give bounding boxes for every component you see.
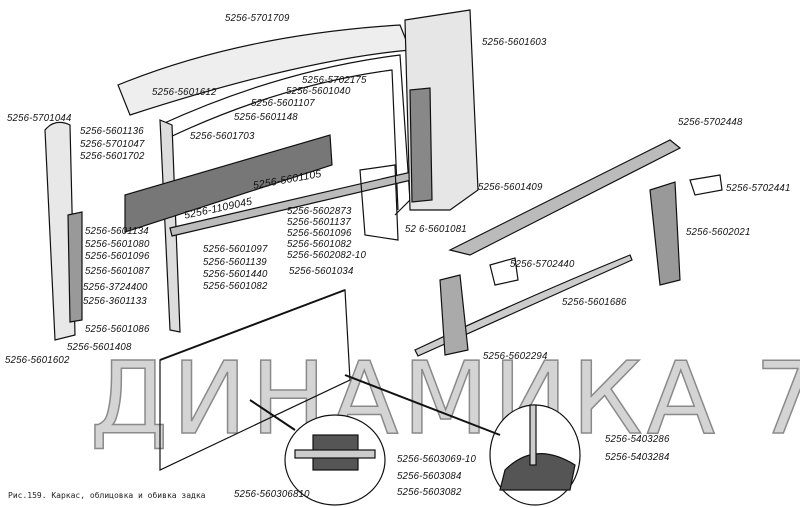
part-label: 5256-5601137 xyxy=(287,216,351,228)
trim-panel-upper xyxy=(124,134,333,233)
part-label: 5256-5403284 xyxy=(605,451,670,463)
part-label: 5256-5603069-10 xyxy=(397,453,477,465)
part-label: 5256-5601408 xyxy=(67,341,132,353)
part-label: 5256-5601040 xyxy=(286,85,351,97)
part-label: 5256-5601134 xyxy=(85,225,149,237)
small-bracket xyxy=(489,257,519,286)
part-label: 5256-5702441 xyxy=(726,182,791,194)
part-label: 5256-5602021 xyxy=(686,226,751,238)
side-pillar-insert xyxy=(409,87,433,203)
part-label: 5256-5702175 xyxy=(302,74,367,86)
leader-line xyxy=(249,399,296,431)
part-label: 5256-5601097 xyxy=(203,243,268,255)
leader-line xyxy=(344,374,501,436)
rear-window-edge xyxy=(159,289,346,361)
part-label: 5256-560306810 xyxy=(234,488,310,500)
part-label: 5256-3724400 xyxy=(83,281,148,293)
bracket-part xyxy=(689,174,723,196)
part-label: 5256-5601086 xyxy=(85,323,150,335)
part-label: 5256-5602082-10 xyxy=(287,249,367,261)
figure-caption: Рис.159. Каркас, облицовка и обивка задк… xyxy=(8,491,206,500)
part-label: 5256-5601703 xyxy=(190,130,255,142)
part-label: 5256-5701044 xyxy=(7,112,72,124)
seal-profile xyxy=(499,453,576,491)
part-label: 5256-5602873 xyxy=(287,205,352,217)
part-label: 5256-5702448 xyxy=(678,116,743,128)
part-label: 5256-5601082 xyxy=(203,280,268,292)
part-label: 5256-5601096 xyxy=(287,227,352,239)
part-label: 5256-5601096 xyxy=(85,250,150,262)
part-label: 5256-5603082 xyxy=(397,486,462,498)
part-label: 5256-5602294 xyxy=(483,350,548,362)
frame-arch xyxy=(159,54,411,216)
part-label: 5256-5601602 xyxy=(5,354,70,366)
part-label: 5256-5601148 xyxy=(234,111,298,123)
part-label: 5256-5603084 xyxy=(397,470,462,482)
part-label: 52 6-5601081 xyxy=(405,223,467,235)
part-label: 5256-5601080 xyxy=(85,238,150,250)
glass-section xyxy=(294,449,376,459)
part-label: 5256-5601686 xyxy=(562,296,627,308)
part-label: 5256-5601139 xyxy=(203,256,267,268)
part-label: 5256-5601034 xyxy=(289,265,354,277)
part-label: 5256-5601136 xyxy=(80,125,144,137)
roof-rail-trim xyxy=(448,139,682,256)
part-label: 5256-5701709 xyxy=(225,12,290,24)
part-label: 5256-5403286 xyxy=(605,433,670,445)
pillar-trim-lower xyxy=(439,274,469,356)
part-label: 5256-5601087 xyxy=(85,265,150,277)
rear-pillar-trim xyxy=(649,181,681,286)
frame-left-post xyxy=(159,119,181,333)
part-label: 5256-5601082 xyxy=(287,238,352,250)
watermark: ДИНАМИКА 76 xyxy=(89,339,800,458)
part-label: 5256-5601612 xyxy=(152,86,217,98)
part-label: 5256-5601107 xyxy=(251,97,315,109)
glass-edge xyxy=(529,404,537,466)
part-label: 5256-5601603 xyxy=(482,36,547,48)
frame-box xyxy=(359,164,399,241)
left-pillar-insert xyxy=(67,211,83,323)
part-label: 5256-3601133 xyxy=(83,295,147,307)
part-label: 5256-5702440 xyxy=(510,258,575,270)
part-label: 5256-5601440 xyxy=(203,268,268,280)
seal-strip xyxy=(414,254,633,357)
part-label: 5256-5701047 xyxy=(80,138,145,150)
part-label: 5256-5601409 xyxy=(478,181,543,193)
part-label: 5256-5601702 xyxy=(80,150,145,162)
